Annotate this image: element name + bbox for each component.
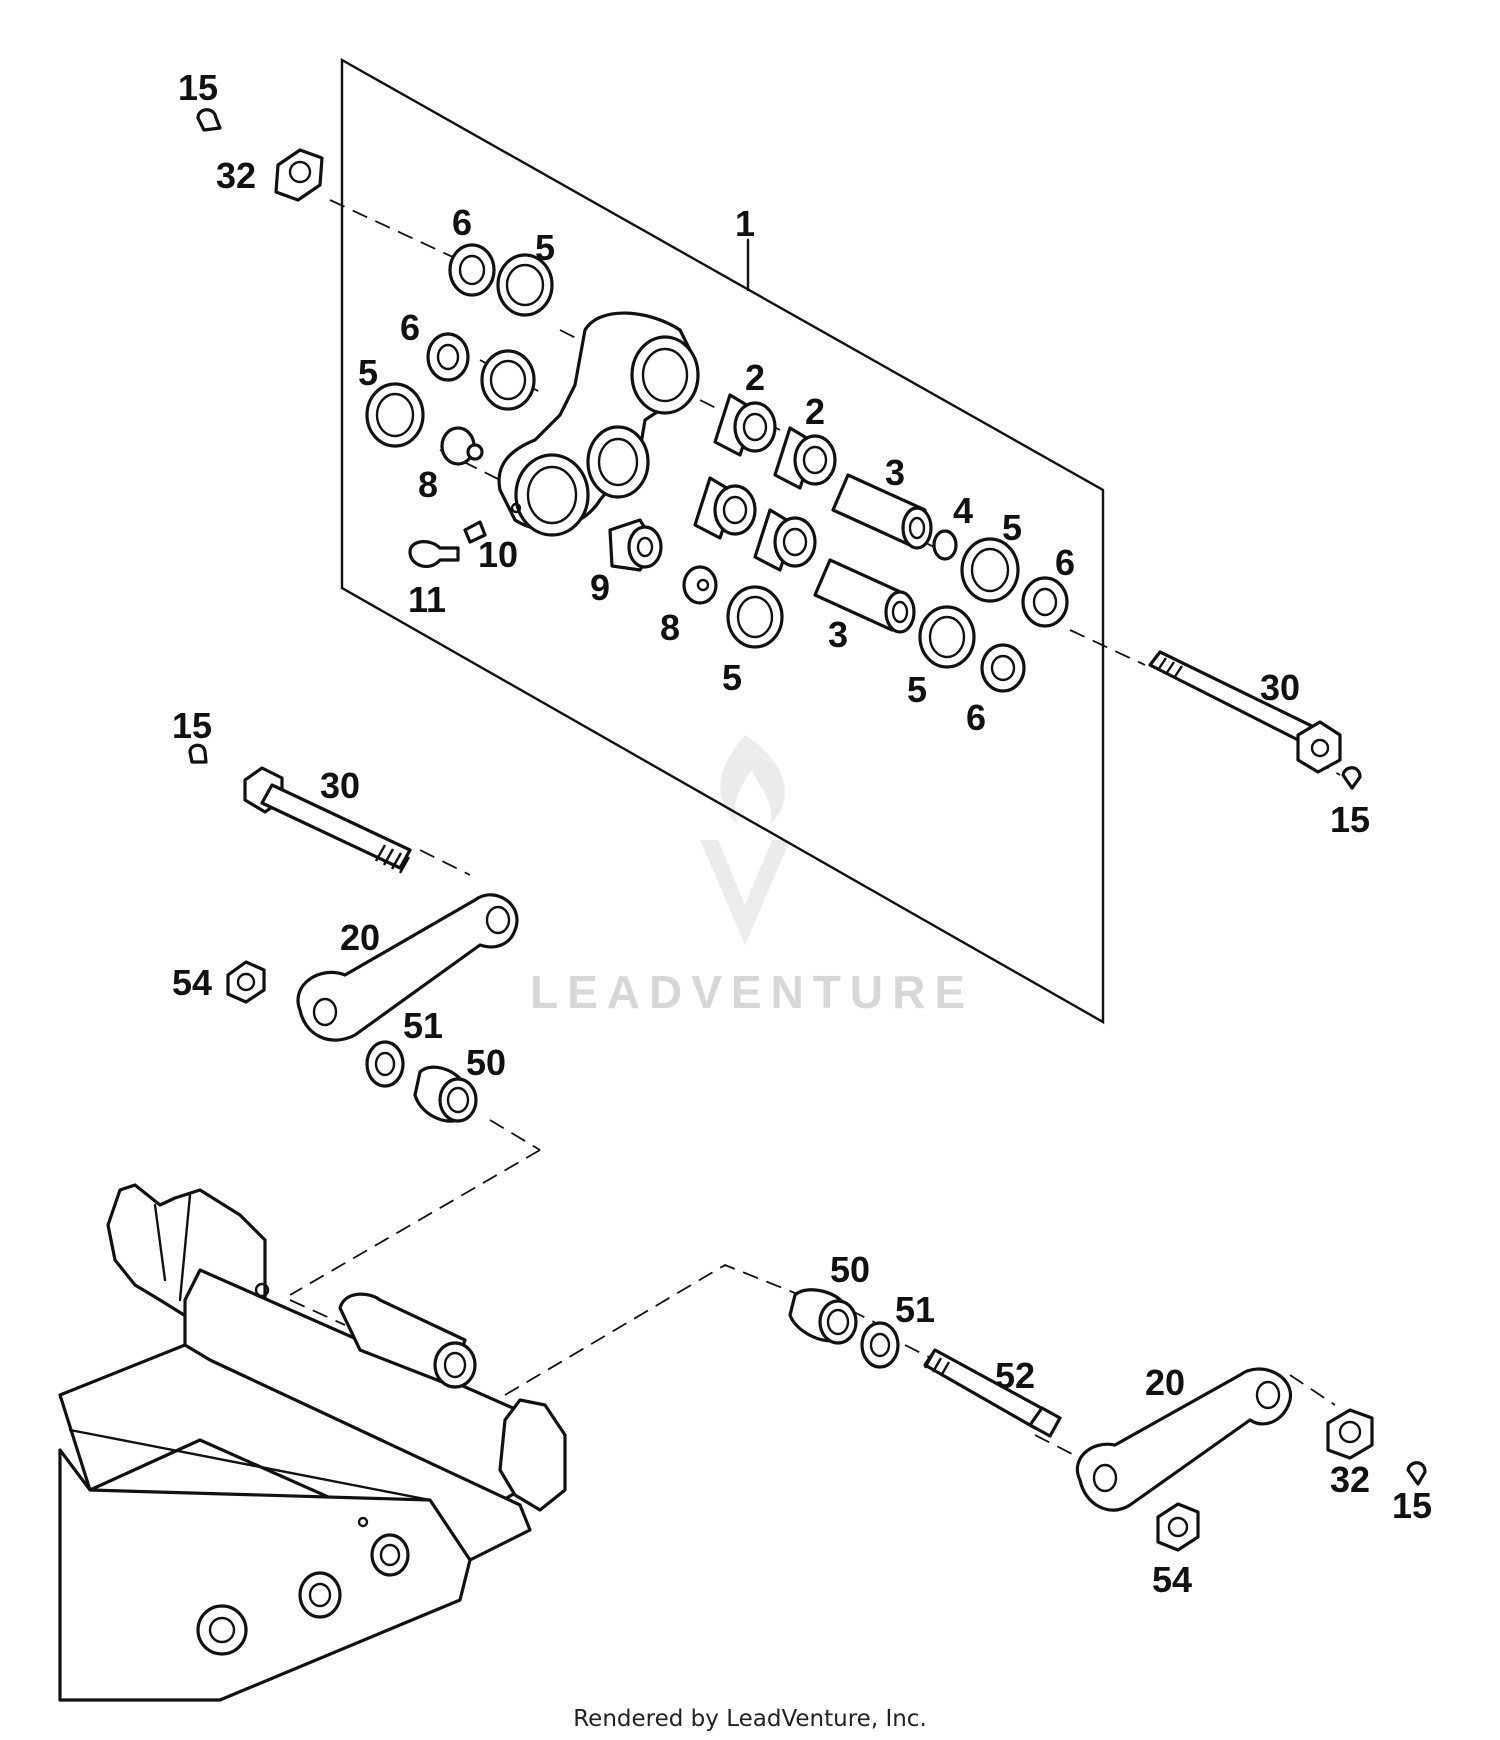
callout-label: 5: [907, 669, 927, 710]
hex-nut-32-upper: [274, 148, 324, 202]
o-ring-4: [932, 529, 958, 561]
needle-bearing-2-a: [713, 393, 777, 457]
seal-ring-parts: [365, 243, 1069, 693]
bearing-ring-5-mid: [480, 349, 536, 411]
bolt-30-right: [1148, 650, 1342, 774]
callout-label: 6: [1055, 542, 1075, 583]
needle-bearing-50-right: [788, 1288, 858, 1345]
hex-nut-32-right: [1326, 1408, 1374, 1460]
watermark: LEADVENTURE: [530, 735, 974, 1018]
needle-bearing-2-b: [773, 426, 837, 490]
bearing-ring-5-lower: [726, 585, 784, 649]
small-fittings: [408, 426, 718, 605]
watermark-text: LEADVENTURE: [530, 966, 974, 1018]
callout-label: 8: [418, 464, 438, 505]
callout-label: 51: [895, 1289, 935, 1330]
callout-label: 3: [828, 614, 848, 655]
callout-label: 1: [735, 203, 755, 244]
pull-rod-20-left: [296, 893, 519, 1042]
callout-label: 54: [1152, 1559, 1192, 1600]
needle-bearing-2-d: [753, 508, 817, 572]
callout-label: 51: [403, 1005, 443, 1046]
part-callouts: 15 32 1 6 5 6 5 8 2 2 3 4 5 6 10 11 9 8 …: [172, 67, 1432, 1600]
needle-bearing-2-c: [693, 476, 757, 540]
callout-label: 10: [478, 534, 518, 575]
callout-label: 11: [408, 579, 446, 620]
hex-nut-54-right: [1156, 1502, 1200, 1552]
callout-label: 15: [1392, 1485, 1432, 1526]
ring-51-right: [860, 1321, 900, 1369]
grease-nipple-10: [463, 520, 487, 544]
dust-seal-6-right: [1021, 576, 1069, 628]
needle-bearing-50-left: [413, 1065, 478, 1123]
callout-label: 15: [1330, 799, 1370, 840]
callout-label: 2: [745, 357, 765, 398]
callout-label: 5: [1002, 507, 1022, 548]
callout-label: 30: [1260, 667, 1300, 708]
assembly-panel-outline: [340, 57, 1105, 1025]
bearing-ring-5-right-lower: [918, 605, 976, 669]
callout-label: 32: [1330, 1459, 1370, 1500]
sleeve-3-upper: [831, 473, 933, 550]
bushing-9: [608, 518, 663, 572]
callout-label: 6: [966, 697, 986, 738]
pin-52: [923, 1348, 1062, 1438]
callout-label: 5: [722, 657, 742, 698]
callout-label: 50: [466, 1042, 506, 1083]
cap-11: [408, 540, 460, 569]
callout-label: 5: [535, 227, 555, 268]
callout-label: 6: [400, 307, 420, 348]
callout-label: 9: [590, 567, 610, 608]
footer-credit: Rendered by LeadVenture, Inc.: [573, 1706, 927, 1732]
protection-cap-15-right: [1341, 766, 1362, 790]
linkage-lever: [497, 311, 700, 537]
callout-label: 20: [340, 917, 380, 958]
callout-label: 2: [805, 391, 825, 432]
bolt-30-left: [243, 766, 412, 874]
pull-rod-20-right: [1075, 1367, 1292, 1512]
needle-bearings: [693, 393, 837, 572]
callout-label: 15: [172, 705, 212, 746]
dust-seal-6-upper: [448, 243, 496, 297]
ring-51-left: [365, 1040, 405, 1088]
bearing-ring-5-upper: [496, 253, 554, 317]
callout-label: 20: [1145, 1362, 1185, 1403]
callout-label: 30: [320, 765, 360, 806]
callout-label: 5: [358, 352, 378, 393]
dust-seal-6-lower: [980, 643, 1026, 693]
callout-label: 32: [216, 155, 256, 196]
protection-cap-15-mid-left: [188, 743, 208, 764]
callout-label: 8: [660, 607, 680, 648]
callout-label: 54: [172, 962, 212, 1003]
grease-cap-8-upper: [440, 426, 484, 466]
callout-label: 50: [830, 1249, 870, 1290]
watermark-logo-icon: [700, 735, 790, 945]
callout-label: 15: [178, 67, 218, 108]
hex-nut-54-left: [226, 960, 266, 1004]
callout-label: 4: [953, 490, 973, 531]
dust-seal-6-mid: [426, 332, 470, 382]
callout-label: 3: [885, 452, 905, 493]
callout-label: 6: [452, 202, 472, 243]
sleeve-3-lower: [813, 558, 916, 634]
callout-label: 52: [995, 1355, 1035, 1396]
swingarm: [58, 1183, 567, 1702]
sleeves: [813, 473, 933, 634]
protection-cap-15-lower-right: [1406, 1461, 1427, 1486]
bearing-ring-5-right-upper: [960, 537, 1020, 603]
grease-cap-8-lower: [682, 565, 718, 605]
protection-cap-15-upper-left: [196, 108, 222, 132]
bearing-ring-5-left: [365, 382, 425, 448]
